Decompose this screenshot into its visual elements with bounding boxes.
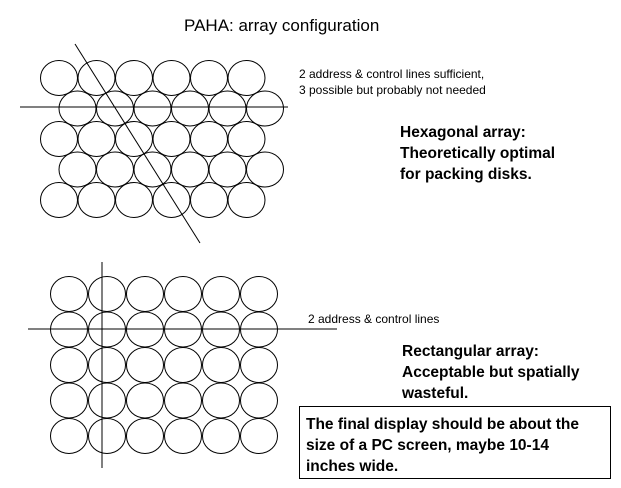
rect-disk xyxy=(88,382,126,419)
rect-disk xyxy=(88,418,126,454)
rectangular-caption-line: Acceptable but spatially xyxy=(402,364,580,381)
rectangular-caption-line: Rectangular array: xyxy=(402,343,539,360)
hex-disk xyxy=(77,182,116,218)
final-note-line: inches wide. xyxy=(306,458,399,475)
rect-disk xyxy=(126,276,164,312)
final-note-line: size of a PC screen, maybe 10-14 xyxy=(306,437,549,454)
rectangular-address-note: 2 address & control lines xyxy=(308,312,440,326)
hexagonal-address-note: 2 address & control lines sufficient, 3 … xyxy=(299,66,486,98)
hex-disk xyxy=(115,121,153,157)
rect-disk xyxy=(202,418,240,454)
hexagonal-caption-line: Theoretically optimal xyxy=(400,145,556,162)
hex-disk xyxy=(152,121,191,157)
hex-disk xyxy=(40,182,78,218)
hexagonal-note-line: 2 address & control lines sufficient, xyxy=(299,67,485,81)
hex-disk xyxy=(190,182,228,218)
page-title: PAHA: array configuration xyxy=(184,16,380,35)
hex-disk xyxy=(115,60,153,96)
hexagonal-address-lines xyxy=(20,43,288,244)
hex-disk xyxy=(58,151,97,188)
rect-disk xyxy=(50,382,88,419)
rectangular-array xyxy=(50,276,278,454)
hex-disk xyxy=(96,151,134,188)
hexagonal-caption-line: for packing disks. xyxy=(400,166,532,183)
rectangular-array-caption: Rectangular array: Acceptable but spatia… xyxy=(402,341,579,404)
rect-disk xyxy=(50,418,88,454)
rect-disk xyxy=(164,276,202,312)
final-display-note-box: The final display should be about the si… xyxy=(299,406,611,479)
final-display-note: The final display should be about the si… xyxy=(306,414,610,477)
hexagonal-note-line: 3 possible but probably not needed xyxy=(299,83,486,97)
hex-disk xyxy=(40,121,78,157)
hex-disk xyxy=(58,90,97,127)
rect-disk xyxy=(126,382,164,419)
hexagonal-caption-line: Hexagonal array: xyxy=(400,124,526,141)
rect-disk xyxy=(88,276,126,312)
hex-disk xyxy=(227,121,266,157)
rect-disk xyxy=(202,347,240,383)
hex-disk xyxy=(208,151,247,188)
hex-disk xyxy=(77,121,116,157)
rect-disk xyxy=(202,382,240,419)
rect-disk xyxy=(164,347,202,383)
hex-disk xyxy=(190,121,228,157)
hexagonal-array-caption: Hexagonal array: Theoretically optimal f… xyxy=(400,122,555,185)
rect-disk xyxy=(202,276,240,312)
rect-disk xyxy=(126,347,164,383)
final-note-line: The final display should be about the xyxy=(306,416,579,433)
rect-disk xyxy=(164,418,202,454)
rect-disk xyxy=(88,347,126,383)
rect-disk xyxy=(240,276,278,312)
rect-disk xyxy=(240,382,278,419)
rect-disk xyxy=(50,276,88,312)
hex-address-line-diagonal xyxy=(74,43,201,244)
hex-disk xyxy=(227,182,266,218)
hex-disk xyxy=(246,90,284,127)
hex-disk xyxy=(152,182,191,218)
rectangular-address-lines xyxy=(28,262,337,468)
rect-disk xyxy=(126,418,164,454)
hex-disk xyxy=(152,60,191,96)
hex-disk xyxy=(133,151,172,188)
rect-disk xyxy=(50,347,88,383)
rectangular-caption-line: wasteful. xyxy=(402,385,469,402)
rect-disk xyxy=(240,418,278,454)
hex-disk xyxy=(133,90,172,127)
rect-disk xyxy=(240,347,278,383)
hex-disk xyxy=(171,90,209,127)
hexagonal-array xyxy=(40,60,284,218)
hex-disk xyxy=(208,90,247,127)
rect-disk xyxy=(164,382,202,419)
hex-disk xyxy=(40,60,78,96)
hex-disk xyxy=(227,60,266,96)
hex-disk xyxy=(171,151,209,188)
hex-disk xyxy=(190,60,228,96)
hex-disk xyxy=(115,182,153,218)
hex-disk xyxy=(246,151,284,188)
